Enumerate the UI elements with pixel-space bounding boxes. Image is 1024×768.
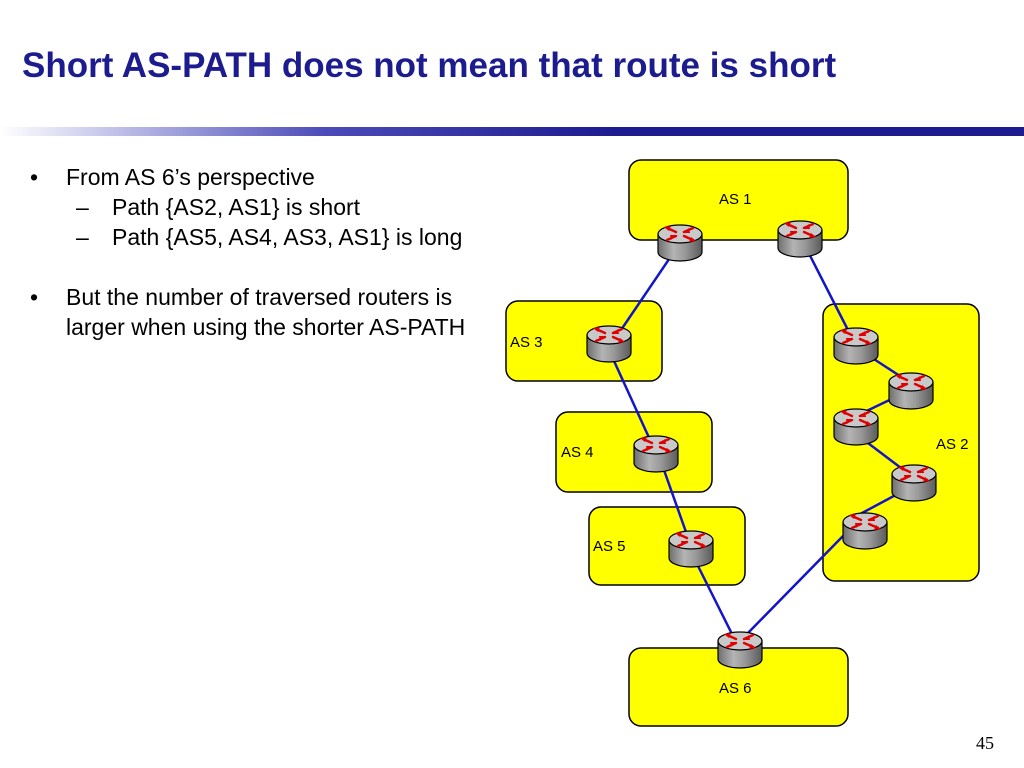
as5-label: AS 5 xyxy=(593,538,626,555)
link-as3-as4 xyxy=(607,349,653,443)
page-number: 45 xyxy=(976,733,994,753)
as3-box: AS 3 xyxy=(505,300,663,382)
as1-label: AS 1 xyxy=(719,191,752,208)
as2-label: AS 2 xyxy=(936,436,969,453)
router-icon xyxy=(832,326,880,366)
as5-box: AS 5 xyxy=(588,506,746,586)
router-icon xyxy=(841,511,889,551)
router-icon xyxy=(667,529,715,569)
slide-title: Short AS-PATH does not mean that route i… xyxy=(22,46,837,85)
as-topology-diagram: AS 1 AS 3 AS 4 AS 5 AS 2 AS 6 xyxy=(505,159,980,727)
router-icon xyxy=(632,434,680,474)
router-icon xyxy=(832,407,880,447)
router-icon xyxy=(776,219,824,259)
router-icon xyxy=(716,630,764,670)
as6-label: AS 6 xyxy=(719,680,752,697)
link-as2-as6 xyxy=(744,535,844,637)
bullet-perspective: From AS 6’s perspective xyxy=(30,162,500,192)
router-icon xyxy=(887,371,935,411)
bullet-list: From AS 6’s perspective Path {AS2, AS1} … xyxy=(30,162,500,342)
router-icon xyxy=(890,463,938,503)
sub-bullet-short-path: Path {AS2, AS1} is short xyxy=(76,192,500,222)
router-icon xyxy=(656,223,704,263)
router-icon xyxy=(585,324,633,364)
sub-bullet-long-path: Path {AS5, AS4, AS3, AS1} is long xyxy=(76,222,500,252)
as3-label: AS 3 xyxy=(510,334,543,351)
bullet-router-count: But the number of traversed routers is l… xyxy=(30,282,500,342)
title-divider xyxy=(0,127,1024,136)
as4-label: AS 4 xyxy=(561,444,594,461)
as6-box: AS 6 xyxy=(628,647,849,727)
as1-box: AS 1 xyxy=(628,159,849,241)
